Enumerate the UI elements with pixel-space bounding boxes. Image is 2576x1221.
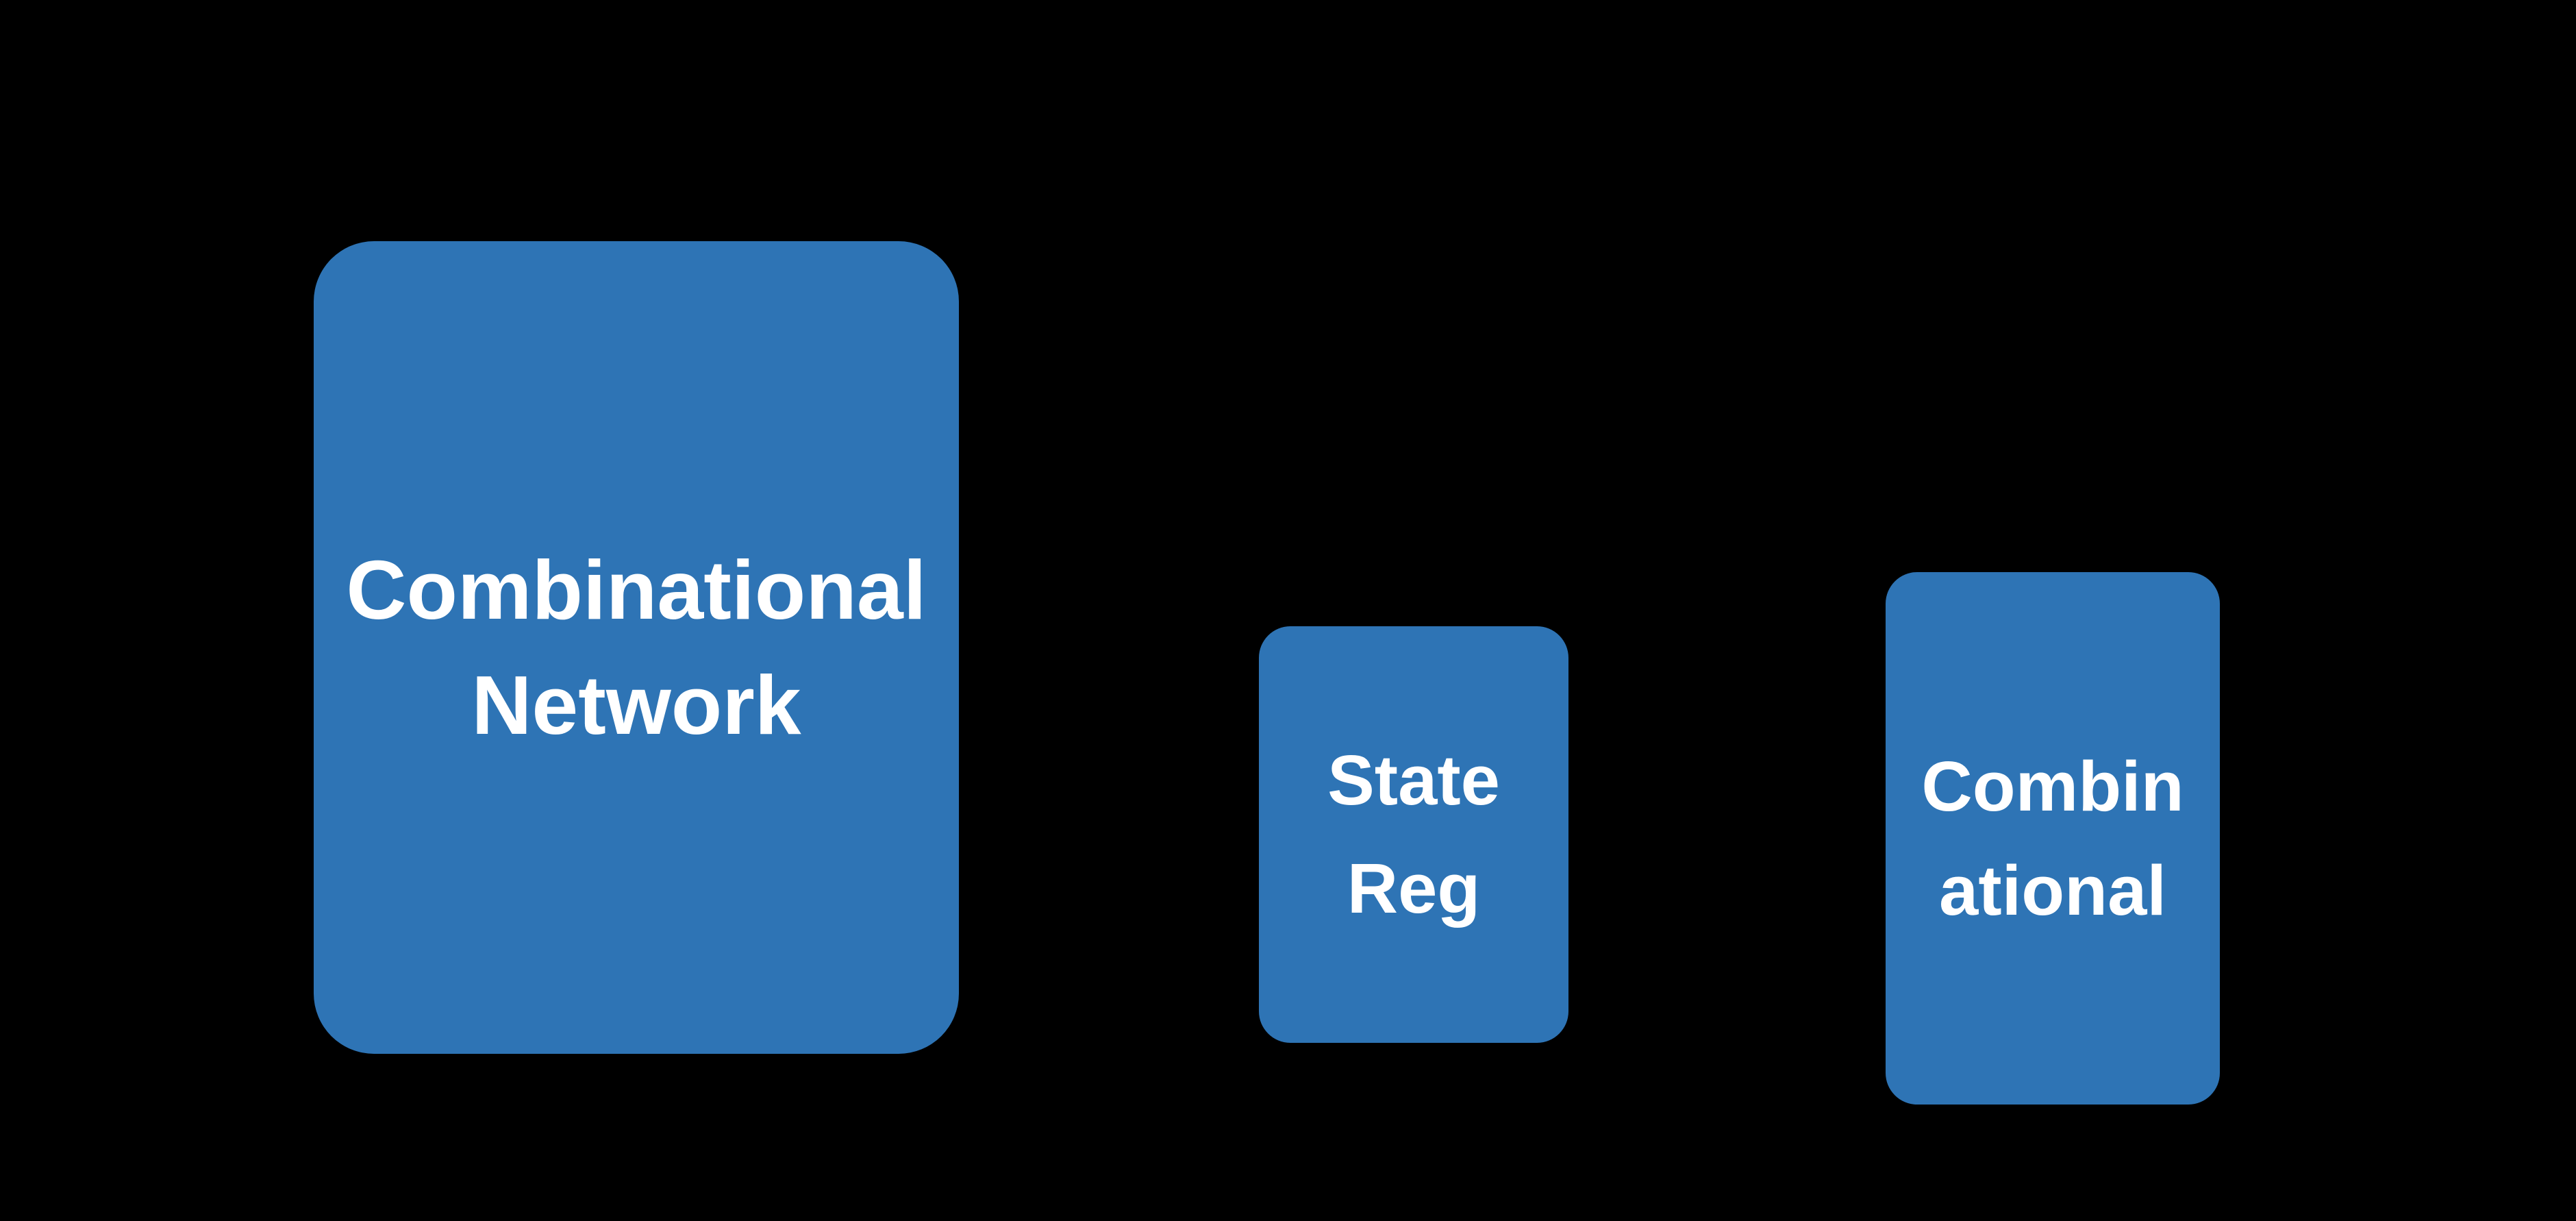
state-reg-label-line2: Reg xyxy=(1347,849,1481,928)
combinational-network-label-line1: Combinational xyxy=(346,543,927,637)
state-reg-block: State Reg xyxy=(1259,626,1568,1043)
combinational-small-label-line1: Combin xyxy=(1921,746,2184,826)
combinational-network-label-line2: Network xyxy=(471,658,801,752)
combinational-small-label-line2: ational xyxy=(1939,850,2166,930)
state-reg-label-line1: State xyxy=(1327,741,1500,819)
combinational-small-block: Combin ational xyxy=(1886,572,2220,1105)
combinational-network-block: Combinational Network xyxy=(314,241,959,1054)
